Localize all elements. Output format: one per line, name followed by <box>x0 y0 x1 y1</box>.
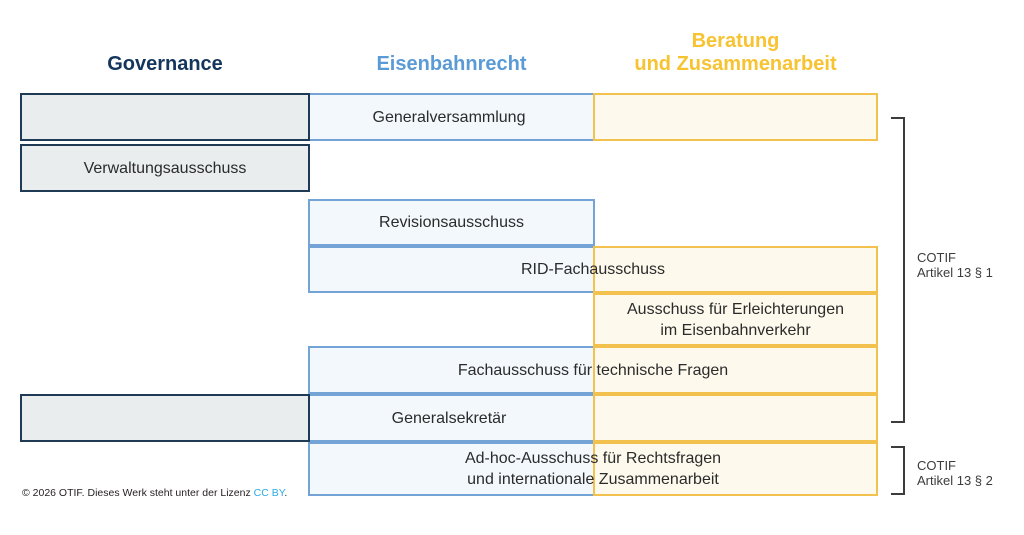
erleichterungen-ausschuss-label: Ausschuss für Erleichterungen im Eisenba… <box>627 300 844 339</box>
revisionsausschuss-label: Revisionsausschuss <box>379 214 524 231</box>
generalsekretaer-segment-governance <box>20 394 310 442</box>
erleichterungen-ausschuss-segment-beratung <box>593 293 878 346</box>
adhoc-ausschuss-segment-eisenbahnrecht <box>308 442 595 496</box>
verwaltungsausschuss-segment-governance <box>20 144 310 192</box>
bracket-label-cotif-artikel-13-2: COTIF Artikel 13 § 2 <box>917 458 993 488</box>
column-header-governance: Governance <box>107 53 223 75</box>
rid-fachausschuss-segment-beratung <box>593 246 878 293</box>
generalversammlung-segment-beratung <box>593 93 878 141</box>
verwaltungsausschuss-label: Verwaltungsausschuss <box>83 159 247 177</box>
copyright-text: © 2026 OTIF. Dieses Werk steht unter der… <box>22 487 254 499</box>
generalversammlung-label: Generalversammlung <box>372 108 526 126</box>
technische-fragen-ausschuss-segment-eisenbahnrecht <box>308 346 595 394</box>
technische-fragen-ausschuss-segment-beratung <box>593 346 878 394</box>
generalversammlung-segment-eisenbahnrecht <box>308 93 595 141</box>
generalversammlung-segment-governance <box>20 93 310 141</box>
copyright-notice: © 2026 OTIF. Dieses Werk steht unter der… <box>22 487 287 499</box>
rid-fachausschuss-label: RID-Fachausschuss <box>520 261 666 278</box>
adhoc-ausschuss-segment-beratung <box>593 442 878 496</box>
cc-by-link[interactable]: CC BY <box>253 487 285 499</box>
generalsekretaer-segment-beratung <box>593 394 878 442</box>
generalsekretaer-label: Generalsekretär <box>391 409 507 427</box>
column-header-beratung-und-zusammenarbeit: Beratung und Zusammenarbeit <box>634 30 837 75</box>
bracket-cotif-artikel-13-2 <box>891 446 905 495</box>
bracket-label-cotif-artikel-13-1: COTIF Artikel 13 § 1 <box>917 250 993 280</box>
technische-fragen-ausschuss-label: Fachausschuss für technische Fragen <box>457 361 729 379</box>
rid-fachausschuss-segment-eisenbahnrecht <box>308 246 595 293</box>
revisionsausschuss-segment-eisenbahnrecht <box>308 199 595 246</box>
column-header-eisenbahnrecht: Eisenbahnrecht <box>376 53 527 75</box>
adhoc-ausschuss-label: Ad-hoc-Ausschuss für Rechtsfragen und in… <box>464 450 722 488</box>
copyright-suffix: . <box>284 487 288 499</box>
bracket-cotif-artikel-13-1 <box>891 117 905 423</box>
